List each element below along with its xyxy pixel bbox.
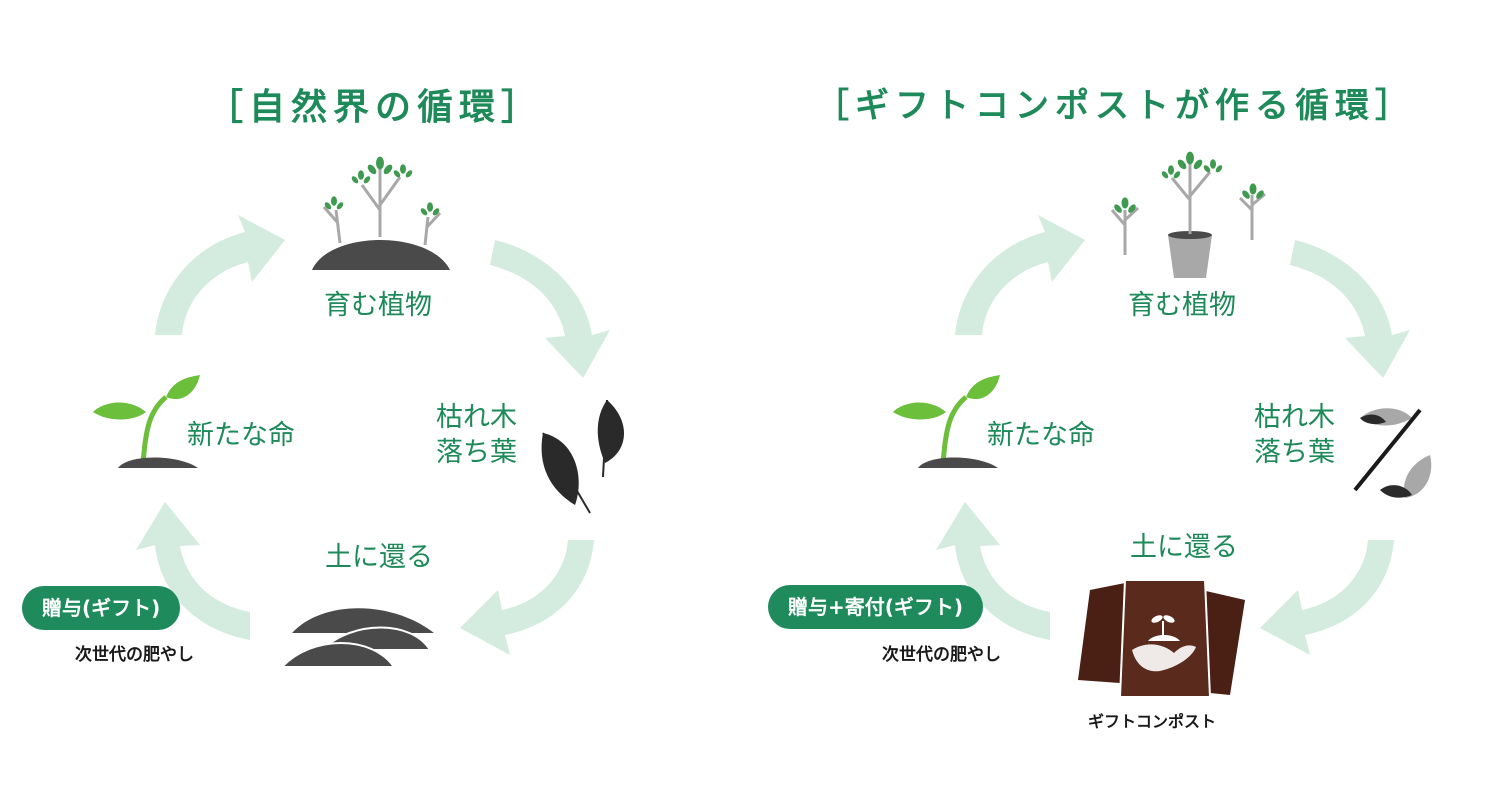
badge-caption: 次世代の肥やし bbox=[75, 645, 194, 665]
stage-label-return: 土に還る bbox=[325, 542, 433, 573]
panel-title: ［ギフトコンポストが作る循環］ bbox=[815, 86, 1415, 126]
sprout-icon bbox=[893, 375, 1000, 468]
badge-caption: 次世代の肥やし bbox=[882, 645, 1001, 665]
dead-leaves-icon bbox=[541, 399, 625, 514]
leaves-divided-icon bbox=[1353, 408, 1432, 498]
natural-cycle-panel: ［自然界の循環］ 育む植物 枯れ木 落ち葉 bbox=[22, 87, 625, 668]
stage-label-withered: 枯れ木 落ち葉 bbox=[436, 402, 517, 469]
stage-label-withered: 枯れ木 落ち葉 bbox=[1254, 402, 1335, 469]
stage-label-return: 土に還る bbox=[1130, 532, 1238, 563]
panel-title: ［自然界の循環］ bbox=[206, 87, 543, 128]
tree-on-hill-icon bbox=[312, 156, 450, 270]
gift-compost-cycle-panel: ［ギフトコンポストが作る循環］ 育む植物 枯れ木 落ち葉 土に還る bbox=[750, 0, 1500, 794]
potted-trees-icon bbox=[1110, 151, 1266, 278]
compost-bags-icon bbox=[1078, 579, 1245, 698]
stage-label-new-life: 新たな命 bbox=[187, 420, 295, 451]
stage-label-growing: 育む植物 bbox=[1128, 290, 1236, 321]
product-label: ギフトコンポスト bbox=[1088, 712, 1217, 731]
cycle-arrows bbox=[136, 215, 610, 655]
gift-donation-badge: 贈与+寄付(ギフト) bbox=[768, 585, 984, 629]
sprout-icon bbox=[93, 375, 200, 468]
soil-mounds-icon bbox=[279, 608, 434, 668]
cycle-arrows bbox=[936, 215, 1410, 655]
stage-label-growing: 育む植物 bbox=[324, 290, 432, 321]
gift-badge: 贈与(ギフト) bbox=[22, 586, 181, 630]
stage-label-new-life: 新たな命 bbox=[987, 420, 1095, 451]
